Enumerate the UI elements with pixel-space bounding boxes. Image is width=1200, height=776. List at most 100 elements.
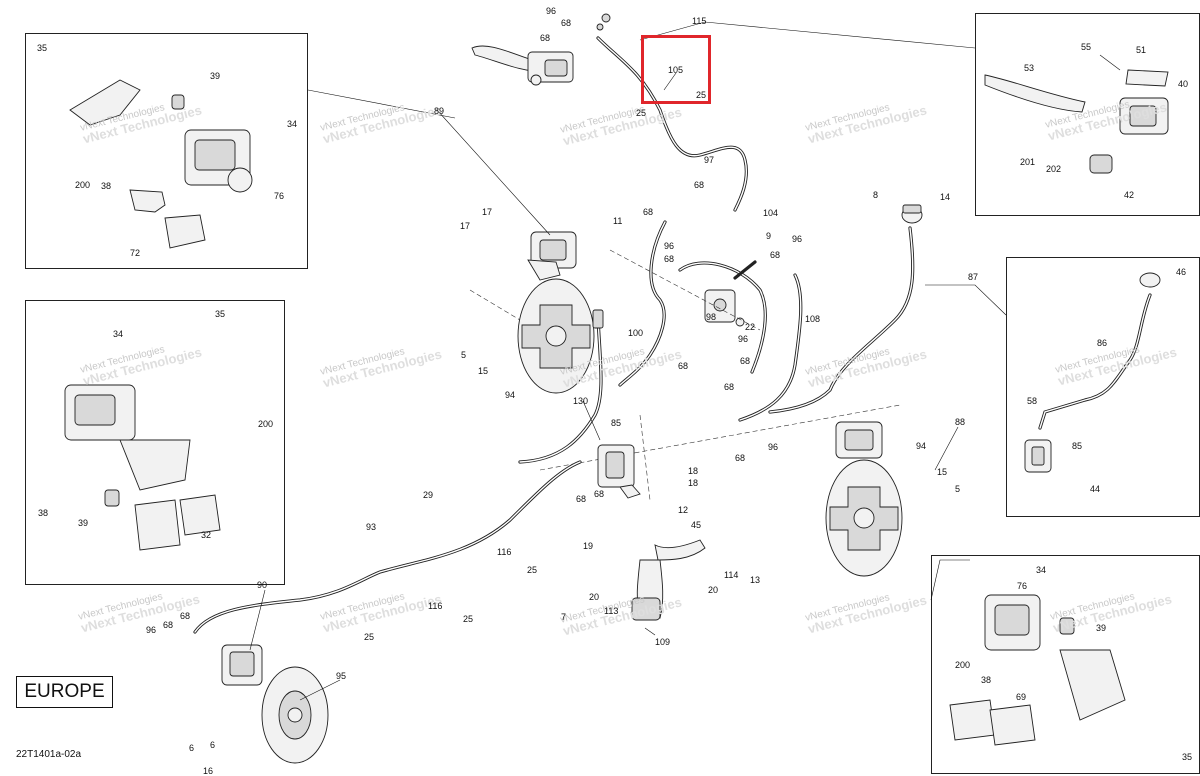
inset4-callout-46: 46 (1176, 267, 1187, 277)
callout-96: 96 (546, 6, 557, 16)
callout-45: 45 (691, 520, 702, 530)
callout-8: 8 (873, 190, 879, 200)
callout-89: 89 (434, 106, 445, 116)
inset1-callout-39: 39 (210, 71, 221, 81)
callout-96: 96 (664, 241, 675, 251)
callout-114: 114 (724, 570, 739, 580)
callout-15: 15 (937, 467, 948, 477)
callout-68: 68 (770, 250, 781, 260)
callout-97: 97 (704, 155, 715, 165)
front-left-disc-drawing (517, 278, 595, 394)
callout-100: 100 (628, 328, 644, 338)
callout-25: 25 (463, 614, 474, 624)
rear-disc-drawing (261, 666, 329, 764)
callout-20: 20 (708, 585, 719, 595)
callout-96: 96 (768, 442, 779, 452)
callout-17: 17 (482, 207, 493, 217)
inset4-callout-58: 58 (1027, 396, 1038, 406)
callout-68: 68 (561, 18, 572, 28)
inset4-drawing (1024, 272, 1161, 473)
inset5-callout-69: 69 (1016, 692, 1027, 702)
inset1-callout-76: 76 (274, 191, 285, 201)
region-label: EUROPE (16, 676, 113, 708)
brake-pedal-drawing (631, 539, 706, 621)
callout-25: 25 (696, 90, 707, 100)
inset5-callout-200: 200 (955, 660, 971, 670)
highlight-box (641, 35, 711, 104)
callout-68: 68 (664, 254, 675, 264)
inset4-callout-44: 44 (1090, 484, 1101, 494)
callout-18: 18 (688, 466, 699, 476)
rear-master-cylinder-drawing (597, 444, 641, 499)
inset3-callout-201: 201 (1020, 157, 1036, 167)
callout-68: 68 (540, 33, 551, 43)
callout-6: 6 (189, 743, 195, 753)
callout-29: 29 (423, 490, 434, 500)
callout-90: 90 (257, 580, 268, 590)
inset1-callout-200: 200 (75, 180, 91, 190)
inset3-callout-202: 202 (1046, 164, 1062, 174)
callout-96: 96 (792, 234, 803, 244)
front-left-caliper-drawing (527, 231, 577, 281)
callout-116: 116 (497, 547, 512, 557)
inset5-callout-38: 38 (981, 675, 992, 685)
callout-68: 68 (735, 453, 746, 463)
inset3-callout-40: 40 (1178, 79, 1189, 89)
callout-16: 16 (203, 766, 214, 776)
callout-9: 9 (766, 231, 772, 241)
callout-14: 14 (940, 192, 951, 202)
callout-68: 68 (694, 180, 705, 190)
callout-96: 96 (146, 625, 157, 635)
callout-13: 13 (750, 575, 761, 585)
front-right-disc-drawing (825, 459, 903, 577)
inset3-callout-53: 53 (1024, 63, 1035, 73)
callout-108: 108 (805, 314, 821, 324)
callout-20: 20 (589, 592, 600, 602)
callout-5: 5 (461, 350, 467, 360)
callout-130: 130 (573, 396, 589, 406)
front-master-cylinder-drawing (471, 45, 574, 86)
callout-5: 5 (955, 484, 961, 494)
callout-17: 17 (460, 221, 471, 231)
callout-68: 68 (724, 382, 735, 392)
front-right-caliper-drawing (835, 421, 883, 459)
inset5-callout-35: 35 (1182, 752, 1193, 762)
callout-68: 68 (643, 207, 654, 217)
callout-25: 25 (527, 565, 538, 575)
callout-6: 6 (210, 740, 216, 750)
callout-15: 15 (478, 366, 489, 376)
inset4-callout-86: 86 (1097, 338, 1108, 348)
callout-12: 12 (678, 505, 689, 515)
callout-68: 68 (163, 620, 174, 630)
inset-rear-master-cylinder (1006, 257, 1200, 517)
callout-87: 87 (968, 272, 979, 282)
inset1-drawing (69, 79, 253, 249)
callout-7: 7 (561, 612, 567, 622)
inset1-callout-38: 38 (101, 181, 112, 191)
inset4-callout-85: 85 (1072, 441, 1083, 451)
callout-115: 115 (692, 16, 707, 26)
inset3-drawing (984, 69, 1169, 174)
callout-113: 113 (604, 606, 619, 616)
callout-68: 68 (576, 494, 587, 504)
inset2-callout-35: 35 (215, 309, 226, 319)
callout-94: 94 (505, 390, 516, 400)
callout-68: 68 (180, 611, 191, 621)
callout-96: 96 (738, 334, 749, 344)
callout-68: 68 (740, 356, 751, 366)
rear-caliper-drawing (221, 644, 263, 686)
callout-105: 105 (668, 65, 684, 75)
callout-116: 116 (428, 601, 443, 611)
inset3-callout-55: 55 (1081, 42, 1092, 52)
inset5-callout-39: 39 (1096, 623, 1107, 633)
inset2-callout-32: 32 (201, 530, 212, 540)
inset2-callout-34: 34 (113, 329, 124, 339)
callout-19: 19 (583, 541, 594, 551)
callout-88: 88 (955, 417, 966, 427)
callout-98: 98 (706, 312, 717, 322)
callout-11: 11 (613, 216, 623, 226)
callout-85: 85 (611, 418, 622, 428)
callout-25: 25 (364, 632, 375, 642)
